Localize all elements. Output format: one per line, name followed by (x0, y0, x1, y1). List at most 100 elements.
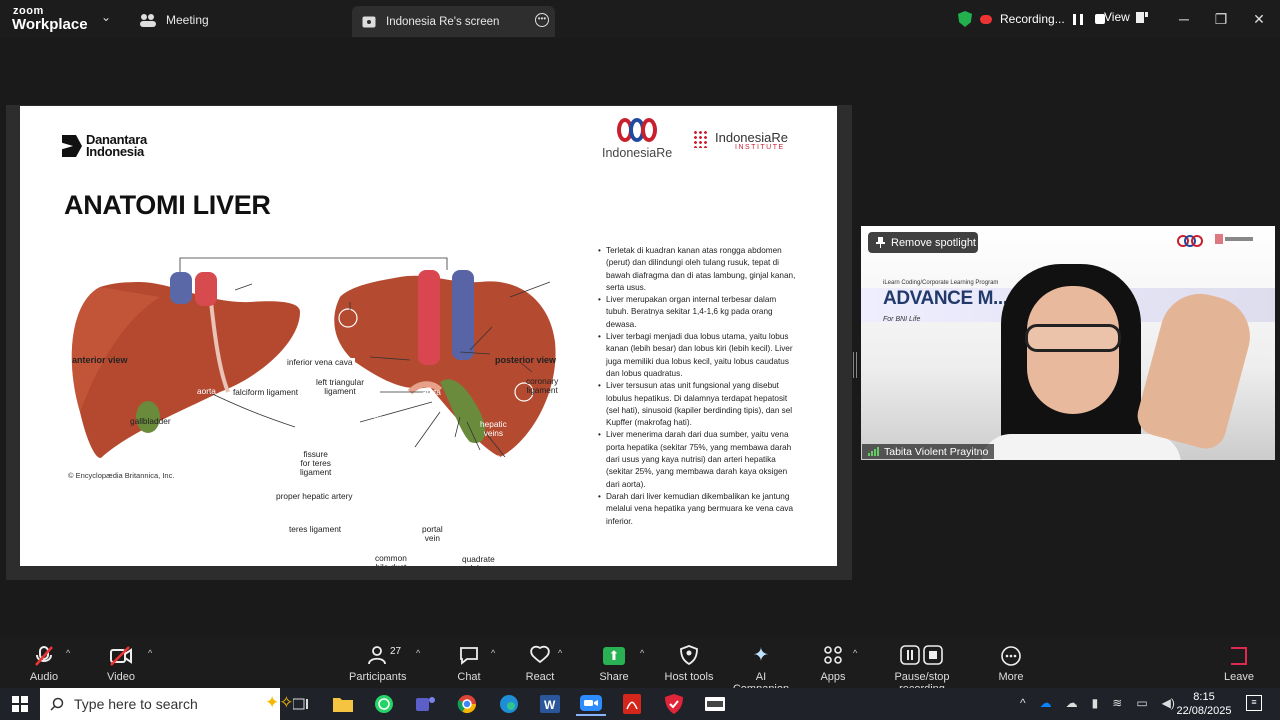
leave-button[interactable]: Leave (1222, 645, 1256, 683)
portal-vein-label: portal vein (422, 524, 443, 543)
meeting-tab[interactable]: Meeting (140, 10, 209, 30)
common-bile-duct-label: common bile duct (375, 553, 407, 567)
chrome-icon[interactable] (452, 692, 482, 716)
bullet-item: Liver terbagi menjadi dua lobus utama, y… (598, 331, 798, 380)
aorta-right-label: aorta (422, 387, 441, 397)
view-layout-icon (1135, 11, 1148, 23)
leave-door-icon (1231, 647, 1247, 665)
audio-button[interactable]: Audio (28, 645, 60, 683)
host-tools-label: Host tools (664, 671, 714, 683)
cloud-sync-icon[interactable]: ☁ (1065, 696, 1078, 710)
indonesia-re-logo: IndonesiaRe (602, 118, 682, 164)
windows-start-icon[interactable] (12, 696, 28, 712)
stop-recording-icon[interactable] (1094, 14, 1105, 24)
restore-icon[interactable]: ❐ (1214, 11, 1228, 27)
pause-recording-icon[interactable] (1072, 13, 1083, 25)
display-icon[interactable]: ▭ (1136, 696, 1148, 710)
liver-anatomy-diagram: anterior view posterior view inferior ve… (60, 242, 570, 566)
volume-icon[interactable]: ◀) (1161, 696, 1175, 710)
institute-logo-sub: INSTITUTE (735, 144, 785, 151)
search-placeholder: Type here to search (74, 696, 198, 712)
taskbar-clock[interactable]: 8:15 22/08/2025 (1172, 690, 1236, 718)
participants-icon: 27 (349, 645, 405, 667)
remove-spotlight-button[interactable]: Remove spotlight (868, 232, 978, 253)
apps-button[interactable]: Apps (818, 645, 848, 683)
view-label: View (1104, 10, 1130, 24)
usb-device-icon[interactable]: ▮ (1091, 696, 1099, 710)
chat-button[interactable]: Chat (452, 645, 486, 683)
zoom-workplace-logo: zoom Workplace (12, 5, 92, 33)
chevron-down-icon[interactable]: ⌄ (101, 10, 112, 24)
minimize-icon[interactable]: ─ (1179, 11, 1189, 27)
chat-options-caret-icon[interactable]: ^ (491, 648, 496, 658)
participant-name: Tabita Violent Prayitno (884, 445, 989, 458)
word-icon[interactable]: W (535, 692, 565, 716)
video-button[interactable]: Video (103, 645, 139, 683)
file-explorer-icon[interactable] (328, 692, 358, 716)
logo-workplace-text: Workplace (12, 16, 88, 33)
hepatic-veins-label: hepatic veins (480, 419, 507, 438)
gallbladder-left-label: gallbladder (130, 416, 171, 426)
apps-options-caret-icon[interactable]: ^ (853, 648, 858, 658)
security-app-icon[interactable] (659, 692, 689, 716)
right-lobe-label: right lobe (120, 442, 155, 452)
tray-overflow-caret-icon[interactable]: ^ (1020, 696, 1026, 710)
share-screen-tab[interactable]: Indonesia Re's screen (352, 6, 555, 37)
cloud-recording-icon (980, 14, 992, 24)
teres-ligament-label: teres ligament (289, 524, 342, 534)
indonesia-re-rings-icon (1177, 235, 1203, 247)
leave-label: Leave (1224, 671, 1254, 683)
view-button[interactable]: View (1104, 10, 1148, 24)
share-tab-label: Indonesia Re's screen (386, 15, 500, 28)
react-options-caret-icon[interactable]: ^ (558, 648, 563, 658)
video-bg-for-text: For BNI Life (883, 316, 921, 323)
task-view-icon[interactable] (286, 692, 316, 716)
presentation-slide: Danantara Indonesia IndonesiaRe Indonesi… (20, 106, 837, 566)
danantara-mark-icon (62, 135, 82, 157)
share-label: Share (599, 671, 629, 683)
anterior-view-label: anterior view (72, 355, 128, 365)
participant-name-tag: Tabita Violent Prayitno (862, 444, 995, 459)
zoom-app-icon[interactable] (576, 692, 606, 716)
system-tray: ^ ☁ ☁ ▮ ≋ ▭ ◀) (1020, 696, 1175, 710)
danantara-logo: Danantara Indonesia (62, 133, 147, 158)
chat-icon (452, 645, 486, 667)
bullet-item: Liver merupakan organ internal terbesar … (598, 294, 798, 331)
more-options-icon[interactable]: ••• (535, 13, 549, 27)
panel-resize-handle[interactable] (853, 352, 857, 378)
falciform-ligament-label: falciform ligament (233, 387, 299, 397)
security-shield-icon[interactable] (958, 11, 972, 27)
wifi-icon[interactable]: ≋ (1112, 696, 1123, 710)
liver-illustration (71, 257, 556, 458)
indonesia-re-institute-logo: IndonesiaRe INSTITUTE (693, 130, 793, 160)
whatsapp-icon[interactable] (369, 692, 399, 716)
more-button[interactable]: More (996, 645, 1026, 683)
taskbar-search-input[interactable]: Type here to search ✦✧ (40, 688, 294, 720)
close-icon[interactable]: ✕ (1253, 11, 1265, 27)
share-button[interactable]: ⬆ Share (597, 645, 631, 683)
notification-center-icon[interactable]: ≡ (1246, 695, 1262, 711)
teams-icon[interactable] (411, 692, 441, 716)
logo-zoom-text: zoom (13, 5, 44, 17)
video-options-caret-icon[interactable]: ^ (148, 648, 153, 658)
participants-button[interactable]: 27 Participants (349, 645, 407, 683)
participants-options-caret-icon[interactable]: ^ (416, 648, 421, 658)
edge-icon[interactable] (494, 692, 524, 716)
top-bar: zoom Workplace ⌄ Meeting Indonesia Re's … (0, 0, 1280, 38)
onedrive-icon[interactable]: ☁ (1039, 696, 1052, 710)
acrobat-icon[interactable] (617, 692, 647, 716)
elo-app-icon[interactable] (700, 692, 730, 716)
microphone-muted-icon (28, 645, 60, 667)
react-button[interactable]: React (524, 645, 556, 683)
spotlight-video-tile[interactable]: iLearn Coding/Corporate Learning Program… (861, 226, 1275, 460)
share-options-caret-icon[interactable]: ^ (640, 648, 645, 658)
apps-icon (818, 645, 848, 667)
person-glasses (1025, 324, 1121, 352)
copyright-text: © Encyclopædia Britannica, Inc. (68, 471, 175, 480)
windows-taskbar: Type here to search ✦✧ W ^ ☁ ☁ ▮ ≋ ▭ ◀) … (0, 688, 1280, 720)
participants-label: Participants (349, 671, 407, 683)
host-tools-button[interactable]: Host tools (664, 645, 714, 683)
aorta-left-label: aorta (197, 386, 216, 396)
audio-options-caret-icon[interactable]: ^ (66, 648, 71, 658)
ai-sparkle-icon: ✦ (753, 645, 769, 666)
